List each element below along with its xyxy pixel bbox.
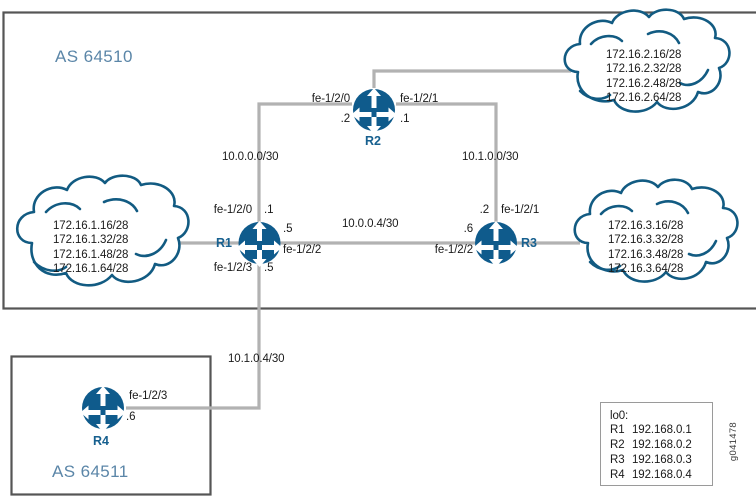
iface-addr-r1-fe-1-2-0: .1 xyxy=(264,204,274,216)
legend-router-r4: R4 xyxy=(610,468,625,481)
cloud-left-prefix-1: 172.16.1.16/28 xyxy=(53,220,129,232)
router-icon-r3[interactable] xyxy=(473,221,519,267)
iface-addr-r4-fe-1-2-3: .6 xyxy=(126,411,136,423)
iface-label-r2-fe-1-2-0: fe-1/2/0 xyxy=(311,93,350,105)
iface-addr-r1-fe-1-2-3: .5 xyxy=(264,262,274,274)
legend-address-r3: 192.168.0.3 xyxy=(632,453,692,466)
legend-row-r3: R3 192.168.0.3 xyxy=(610,453,712,468)
iface-label-r2-fe-1-2-1: fe-1/2/1 xyxy=(400,93,439,105)
router-icon-r1[interactable] xyxy=(237,221,282,267)
iface-addr-r1-fe-1-2-2: .5 xyxy=(283,223,293,235)
loopback-legend: lo0: R1 192.168.0.1 R2 192.168.0.2 R3 192.1… xyxy=(600,402,713,486)
router-icon-r2[interactable] xyxy=(351,88,397,134)
iface-addr-r2-fe-1-2-0: .2 xyxy=(340,113,351,125)
cloud-top-right-prefix-4: 172.16.2.64/28 xyxy=(606,92,682,105)
link-r2-r3 xyxy=(396,102,498,222)
cloud-left-shape xyxy=(16,174,190,287)
as-64511-boundary xyxy=(10,355,212,496)
router-label-r4: R4 xyxy=(93,434,109,448)
cloud-right-prefixes: 172.16.3.16/28 172.16.3.32/28 172.16.3.4… xyxy=(608,219,683,277)
legend-row-r4: R4 192.168.0.4 xyxy=(610,468,712,483)
cloud-right-shape xyxy=(573,178,739,283)
iface-addr-r2-fe-1-2-1: .1 xyxy=(400,113,410,125)
legend-address-r1: 192.168.0.1 xyxy=(632,424,692,436)
legend-address-r4: 192.168.0.4 xyxy=(632,468,692,481)
legend-row-r1: R1 192.168.0.1 xyxy=(610,423,712,438)
cloud-right-prefix-4: 172.16.3.64/28 xyxy=(608,263,684,276)
cloud-top-right-prefixes: 172.16.2.16/28 172.16.2.32/28 172.16.2.4… xyxy=(606,48,681,106)
figure-id: g041478 xyxy=(728,422,739,462)
subnet-label-r1-r4: 10.1.0.4/30 xyxy=(228,353,285,365)
iface-label-r3-fe-1-2-1: fe-1/2/1 xyxy=(501,204,540,216)
as-label-64510: AS 64510 xyxy=(55,47,133,66)
cloud-top-right-prefix-3: 172.16.2.48/28 xyxy=(606,77,682,90)
subnet-label-r1-r3: 10.0.0.4/30 xyxy=(342,218,399,230)
router-label-r3: R3 xyxy=(521,236,537,250)
router-label-r2: R2 xyxy=(365,134,381,148)
legend-router-r2: R2 xyxy=(610,438,625,451)
iface-addr-r3-fe-1-2-1: .2 xyxy=(479,204,490,216)
cloud-top-right-prefix-2: 172.16.2.32/28 xyxy=(606,63,682,76)
link-r1-r2 xyxy=(257,102,352,222)
router-label-r1: R1 xyxy=(216,236,232,250)
legend-title: lo0: xyxy=(610,410,629,422)
legend-router-r3: R3 xyxy=(610,453,625,466)
iface-label-r3-fe-1-2-2: fe-1/2/2 xyxy=(434,244,473,256)
cloud-right-prefix-3: 172.16.3.48/28 xyxy=(608,248,684,261)
iface-label-r4-fe-1-2-3: fe-1/2/3 xyxy=(129,390,168,402)
iface-label-r1-fe-1-2-3: fe-1/2/3 xyxy=(213,262,252,274)
router-icon-r4[interactable] xyxy=(80,386,126,432)
cloud-right-prefix-2: 172.16.3.32/28 xyxy=(608,234,684,247)
legend-router-r1: R1 xyxy=(610,424,625,436)
cloud-left-prefix-2: 172.16.1.32/28 xyxy=(53,234,129,247)
iface-label-r1-fe-1-2-0: fe-1/2/0 xyxy=(213,204,252,216)
iface-addr-r3-fe-1-2-2: .6 xyxy=(463,223,474,235)
cloud-left-prefix-3: 172.16.1.48/28 xyxy=(53,248,129,261)
cloud-top-right-shape xyxy=(563,8,731,113)
as-64510-boundary xyxy=(2,11,756,310)
legend-row-r2: R2 192.168.0.2 xyxy=(610,438,712,453)
cloud-top-right-prefix-1: 172.16.2.16/28 xyxy=(606,49,682,61)
cloud-right-prefix-1: 172.16.3.16/28 xyxy=(608,220,684,232)
legend-address-r2: 192.168.0.2 xyxy=(632,438,692,451)
cloud-left-prefix-4: 172.16.1.64/28 xyxy=(53,263,129,276)
link-r2-cloud-top xyxy=(372,69,571,88)
cloud-left-prefixes: 172.16.1.16/28 172.16.1.32/28 172.16.1.4… xyxy=(53,219,128,277)
as-label-64511: AS 64511 xyxy=(52,462,129,481)
link-r1-r4 xyxy=(126,264,261,410)
subnet-label-r2-r3: 10.1.0.0/30 xyxy=(462,151,519,163)
iface-label-r1-fe-1-2-2: fe-1/2/2 xyxy=(283,244,322,256)
subnet-label-r1-r2: 10.0.0.0/30 xyxy=(222,151,279,163)
